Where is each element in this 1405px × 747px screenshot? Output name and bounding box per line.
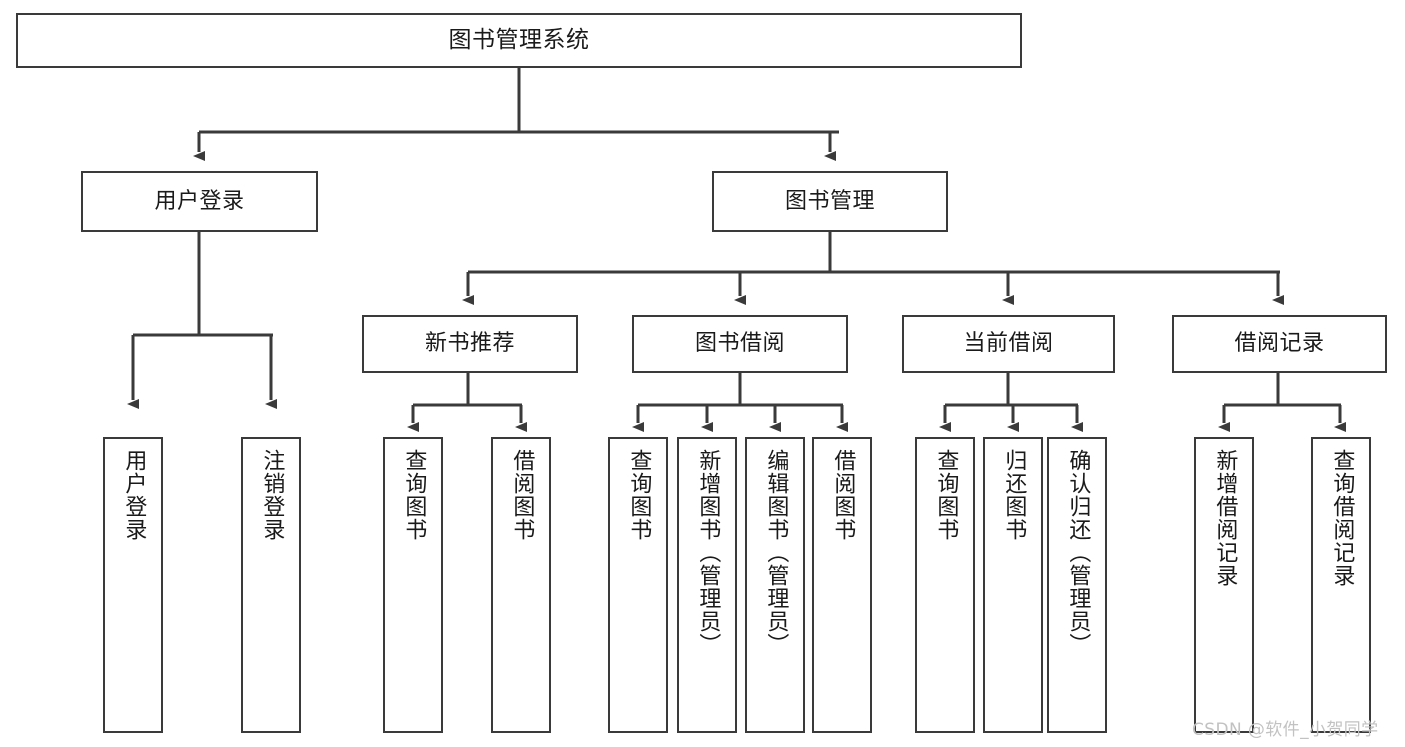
node-label: 图书借阅: [694, 331, 785, 357]
leaf-query-borrow-record[interactable]: 查询借阅记录: [1311, 437, 1371, 733]
leaf-query-book-borrow[interactable]: 查询图书: [608, 437, 668, 733]
node-label: 借阅记录: [1234, 331, 1325, 357]
node-label: 借阅图书: [509, 449, 535, 541]
node-label: 用户登录: [121, 449, 147, 541]
node-label: 编辑图书（管理员）: [763, 449, 789, 656]
leaf-edit-book-admin[interactable]: 编辑图书（管理员）: [745, 437, 805, 733]
node-label: 图书管理: [784, 188, 875, 214]
leaf-logout[interactable]: 注销登录: [241, 437, 301, 733]
leaf-confirm-return-admin[interactable]: 确认归还（管理员）: [1047, 437, 1107, 733]
leaf-user-login[interactable]: 用户登录: [103, 437, 163, 733]
node-label: 新书推荐: [424, 331, 515, 357]
node-label: 新增借阅记录: [1212, 449, 1238, 587]
node-label: 查询图书: [933, 449, 959, 541]
node-label: 注销登录: [259, 449, 285, 541]
node-label: 查询图书: [401, 449, 427, 541]
node-label: 图书管理系统: [448, 27, 590, 54]
node-borrow-record[interactable]: 借阅记录: [1172, 315, 1387, 373]
leaf-query-book-current[interactable]: 查询图书: [915, 437, 975, 733]
node-book-management-system[interactable]: 图书管理系统: [16, 13, 1022, 68]
node-current-borrow[interactable]: 当前借阅: [902, 315, 1115, 373]
node-label: 当前借阅: [963, 331, 1054, 357]
node-label: 确认归还（管理员）: [1065, 449, 1091, 656]
leaf-borrow-book-new[interactable]: 借阅图书: [491, 437, 551, 733]
node-label: 查询图书: [626, 449, 652, 541]
node-label: 借阅图书: [830, 449, 856, 541]
node-user-login[interactable]: 用户登录: [81, 171, 318, 232]
leaf-borrow-book[interactable]: 借阅图书: [812, 437, 872, 733]
watermark: CSDN @软件_小贺同学: [1192, 720, 1379, 740]
node-label: 归还图书: [1001, 449, 1027, 541]
node-label: 用户登录: [154, 188, 245, 214]
node-label: 查询借阅记录: [1329, 449, 1355, 587]
leaf-add-book-admin[interactable]: 新增图书（管理员）: [677, 437, 737, 733]
leaf-return-book[interactable]: 归还图书: [983, 437, 1043, 733]
leaf-add-borrow-record[interactable]: 新增借阅记录: [1194, 437, 1254, 733]
node-book-management[interactable]: 图书管理: [712, 171, 948, 232]
leaf-query-book-new[interactable]: 查询图书: [383, 437, 443, 733]
node-label: 新增图书（管理员）: [695, 449, 721, 656]
node-book-borrow[interactable]: 图书借阅: [632, 315, 848, 373]
node-new-book-recommend[interactable]: 新书推荐: [362, 315, 578, 373]
